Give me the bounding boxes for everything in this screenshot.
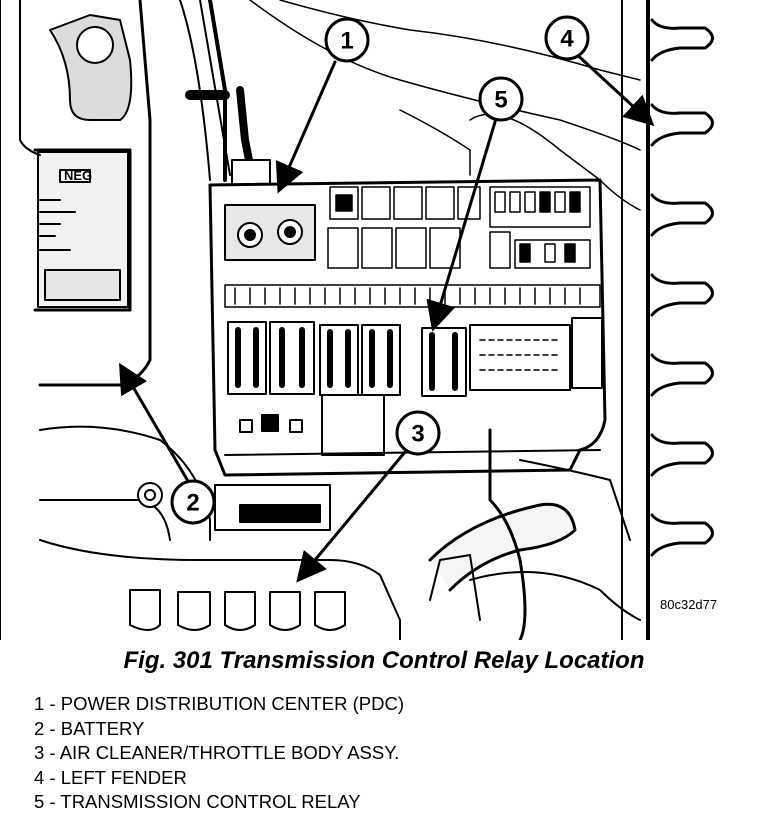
image-code: 80c32d77 [660, 597, 717, 612]
callout-4-label: 4 [560, 26, 574, 53]
callout-3-label: 3 [411, 421, 424, 448]
legend-item: 3 - AIR CLEANER/THROTTLE BODY ASSY. [34, 742, 400, 764]
legend-item: 5 - TRANSMISSION CONTROL RELAY [34, 791, 361, 813]
neg-label: NEG [64, 168, 92, 183]
callout-5-label: 5 [494, 87, 507, 114]
legend-item: 1 - POWER DISTRIBUTION CENTER (PDC) [34, 693, 405, 714]
power-distribution-center [208, 178, 607, 477]
air-cleaner-throttle-body [39, 484, 401, 640]
relay-location-diagram: NEG [0, 0, 717, 640]
callout-2-label: 2 [186, 490, 199, 517]
callout-3: 3 [395, 410, 441, 456]
left-fender [621, 0, 714, 640]
callout-4: 4 [544, 15, 590, 61]
callout-1-label: 1 [340, 28, 353, 55]
legend-list: 1 - POWER DISTRIBUTION CENTER (PDC) 2 - … [34, 692, 404, 815]
callout-2: 2 [170, 479, 216, 525]
figure-caption: Fig. 301 Transmission Control Relay Loca… [123, 647, 645, 674]
legend-item: 2 - BATTERY [34, 717, 145, 739]
legend-item: 4 - LEFT FENDER [34, 766, 187, 788]
callout-1: 1 [324, 17, 370, 63]
callout-5: 5 [478, 76, 524, 122]
battery: NEG [33, 148, 132, 312]
